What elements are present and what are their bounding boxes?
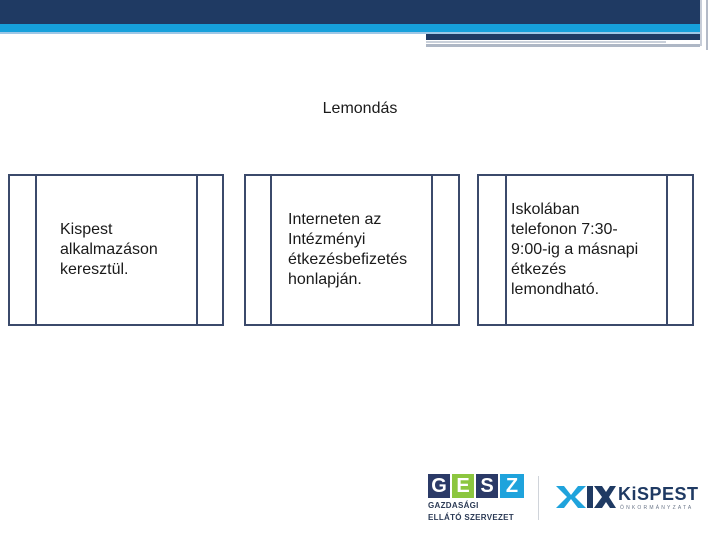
kispest-emblem-icon — [556, 486, 616, 508]
option-card-app: Kispest alkalmazáson keresztül. — [8, 174, 224, 326]
logo-divider — [538, 476, 539, 520]
header-sub-bar — [426, 34, 700, 40]
gesz-logo-letter: G — [428, 474, 450, 498]
card-divider-left — [505, 176, 507, 324]
card-divider-left — [270, 176, 272, 324]
slide-title: Lemondás — [322, 100, 398, 117]
header-sub-line — [426, 44, 700, 47]
option-card-text: Interneten az Intézményi étkezésbefizeté… — [288, 211, 408, 288]
card-divider-right — [431, 176, 433, 324]
option-card-text: Kispest alkalmazáson keresztül. — [60, 221, 158, 278]
option-card-text: Iskolában telefonon 7:30- 9:00-ig a másn… — [511, 201, 639, 298]
option-card-phone: Iskolában telefonon 7:30- 9:00-ig a másn… — [477, 174, 694, 326]
kispest-logo: KiSPEST ÖNKORMÁNYZATA — [556, 484, 712, 514]
header-banner — [0, 0, 700, 24]
gesz-logo-letter: E — [452, 474, 474, 498]
kispest-wordmark: KiSPEST — [618, 484, 699, 504]
gesz-logo-subtitle: GAZDASÁGI — [428, 501, 479, 510]
card-divider-right — [666, 176, 668, 324]
header-banner-edge-line — [700, 0, 702, 46]
header-banner-edge-line — [706, 0, 708, 50]
gesz-logo-subtitle: ELLÁTÓ SZERVEZET — [428, 513, 514, 522]
header-accent-line — [0, 32, 700, 34]
card-divider-right — [196, 176, 198, 324]
option-card-internet: Interneten az Intézményi étkezésbefizeté… — [244, 174, 460, 326]
gesz-logo-letter: Z — [500, 474, 524, 498]
header-accent-stripe — [0, 24, 700, 32]
gesz-logo: G E S Z GAZDASÁGI ELLÁTÓ SZERVEZET — [428, 474, 528, 524]
gesz-logo-letter: S — [476, 474, 498, 498]
card-divider-left — [35, 176, 37, 324]
kispest-subtitle: ÖNKORMÁNYZATA — [620, 505, 694, 511]
header-banner-edge — [700, 0, 720, 50]
header-sub-line — [426, 41, 666, 43]
